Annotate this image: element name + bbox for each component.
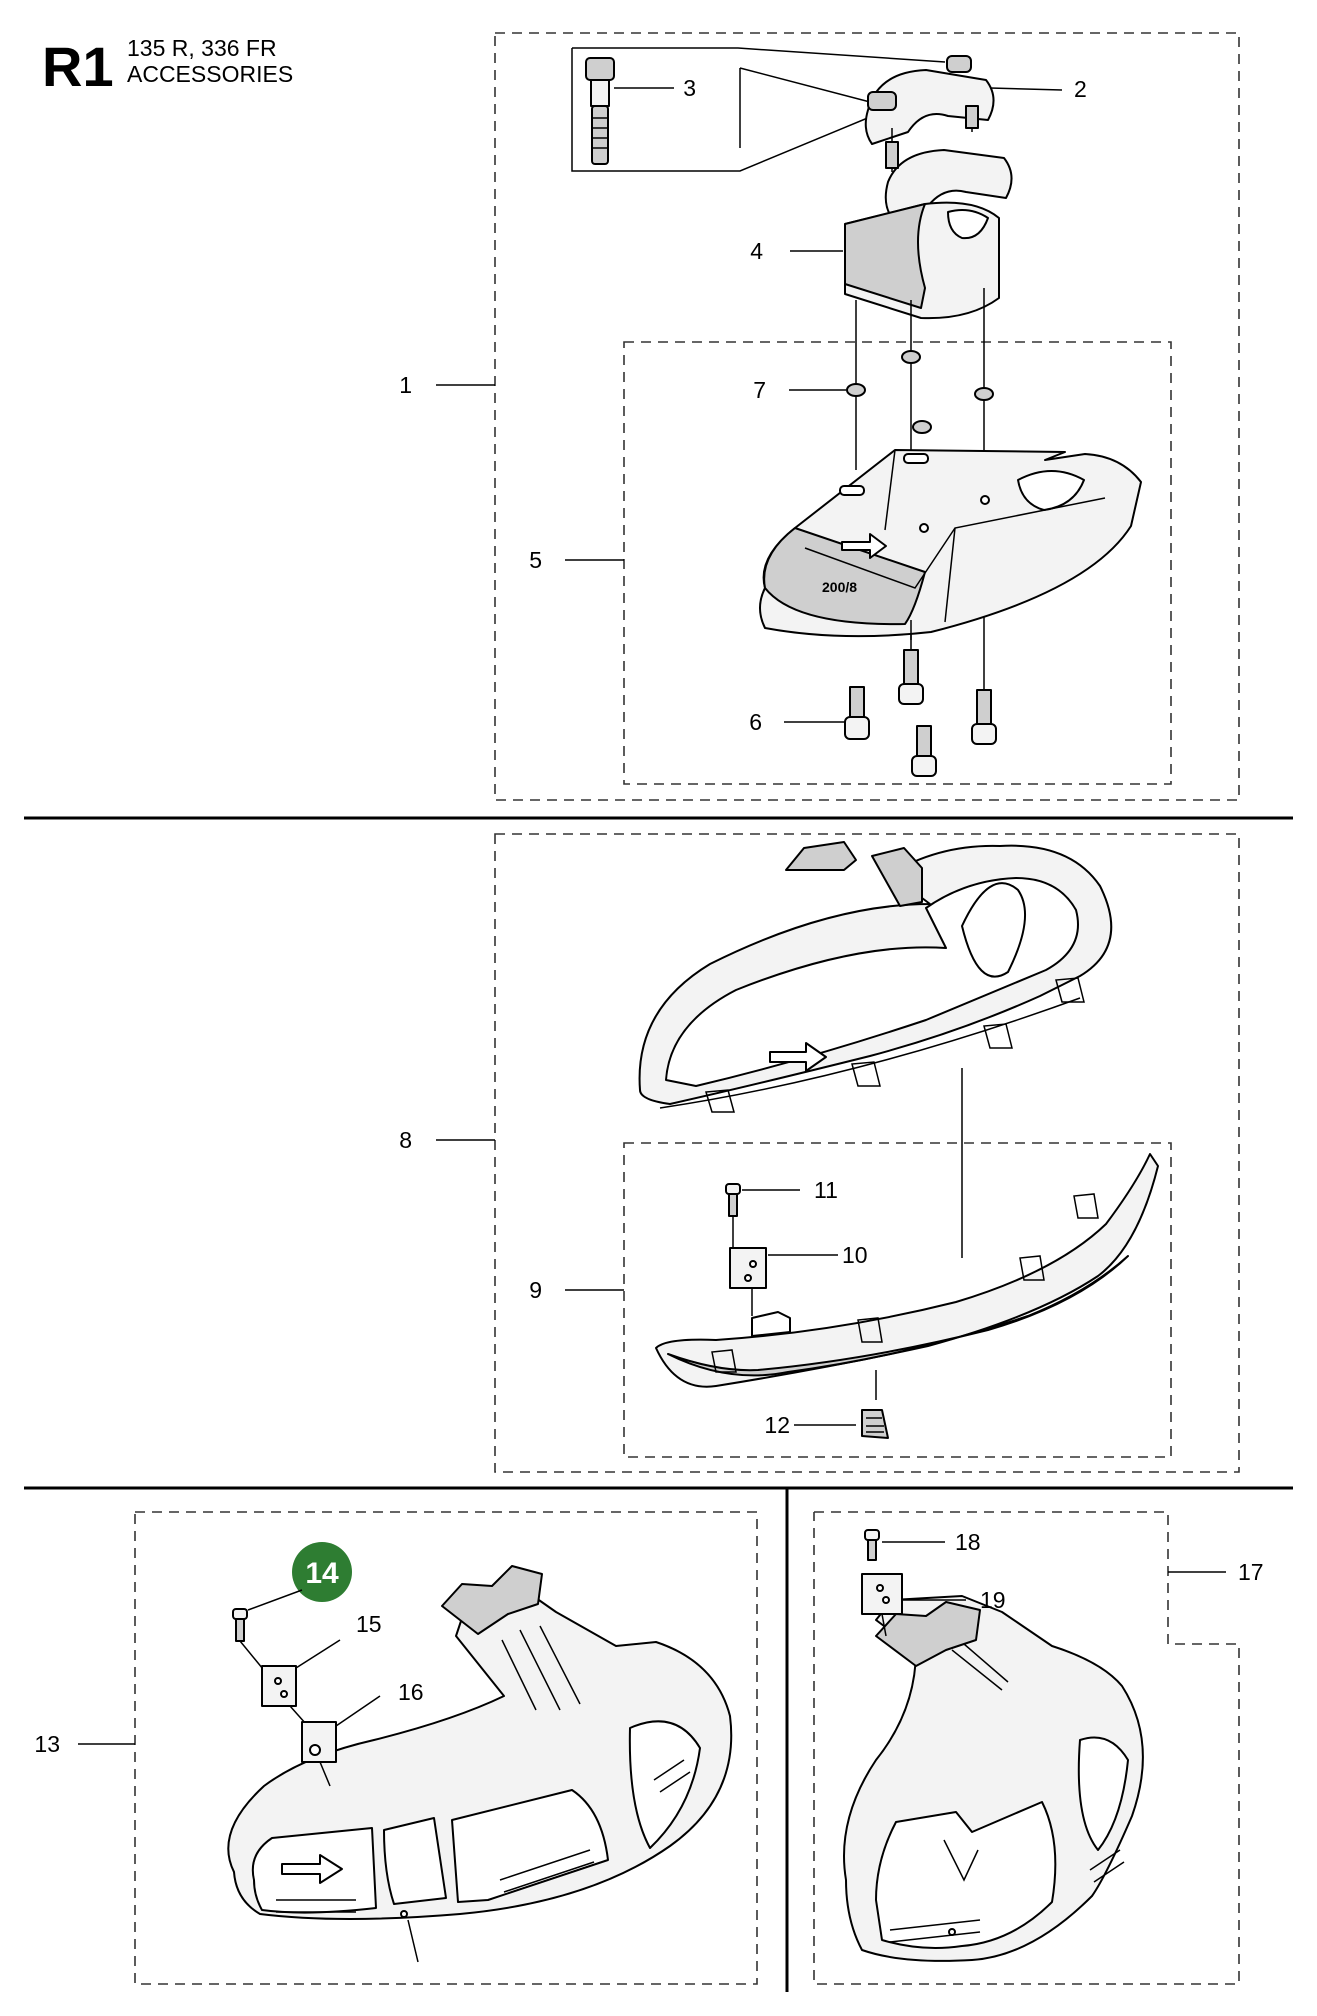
guard-marking: 200/8 xyxy=(822,579,857,595)
callout-15: 15 xyxy=(356,1611,382,1637)
part-7-washers xyxy=(846,350,994,434)
callout-11: 11 xyxy=(814,1177,838,1203)
part-17-guard xyxy=(843,1595,1144,1962)
assembly-group-1: 200/8 xyxy=(436,32,1240,801)
section-code: R1 xyxy=(42,35,114,98)
assembly-group-4 xyxy=(813,1511,1240,1985)
part-5-guard: 200/8 xyxy=(759,449,1142,638)
callout-19: 19 xyxy=(980,1587,1006,1613)
part-8-guard xyxy=(638,841,1113,1258)
model-list: 135 R, 336 FR xyxy=(127,35,277,61)
part-10-plate xyxy=(729,1247,767,1289)
callout-4: 4 xyxy=(750,238,763,264)
callout-3: 3 xyxy=(683,75,696,101)
callout-labels: 1 2 3 4 5 6 7 8 9 10 11 12 13 15 16 17 1… xyxy=(34,75,1263,1757)
kit-frame-8 xyxy=(494,833,1240,1473)
callout-8: 8 xyxy=(399,1127,412,1153)
part-18-screw xyxy=(864,1529,880,1561)
part-19-plate xyxy=(861,1573,903,1637)
callout-17: 17 xyxy=(1238,1559,1264,1585)
callout-13: 13 xyxy=(34,1731,60,1757)
part-2-clamp xyxy=(864,55,1013,219)
part-13-guard xyxy=(227,1565,733,1963)
callout-16: 16 xyxy=(398,1679,424,1705)
callout-10: 10 xyxy=(842,1242,868,1268)
callout-14-highlight: 14 xyxy=(292,1542,352,1602)
part-11-screw xyxy=(725,1183,741,1248)
assembly-group-2 xyxy=(436,833,1240,1473)
kit-frame-1 xyxy=(494,32,1240,801)
part-16-plate xyxy=(301,1721,337,1787)
callout-9: 9 xyxy=(529,1277,542,1303)
part-9-insert xyxy=(655,1153,1159,1400)
callout-12: 12 xyxy=(764,1412,790,1438)
section-subtitle: ACCESSORIES xyxy=(127,61,293,87)
callout-5: 5 xyxy=(529,547,542,573)
part-12-clip xyxy=(861,1409,889,1439)
kit-frame-13 xyxy=(134,1511,758,1985)
page-header: R1 135 R, 336 FR ACCESSORIES xyxy=(42,35,293,98)
part-3-screw xyxy=(571,47,946,172)
callout-14: 14 xyxy=(305,1557,339,1590)
kit-frame-9 xyxy=(623,1142,1172,1458)
callout-6: 6 xyxy=(749,709,762,735)
callout-7: 7 xyxy=(753,377,766,403)
highlight-badge xyxy=(292,1542,352,1602)
callout-2: 2 xyxy=(1074,76,1087,102)
part-6-bolts xyxy=(844,620,997,777)
assembly-group-3: 14 xyxy=(78,1511,758,1985)
part-4-holder xyxy=(844,201,1000,690)
callout-18: 18 xyxy=(955,1529,981,1555)
kit-frame-5 xyxy=(623,341,1172,785)
part-15-plate xyxy=(261,1665,307,1725)
callout-1: 1 xyxy=(399,372,412,398)
